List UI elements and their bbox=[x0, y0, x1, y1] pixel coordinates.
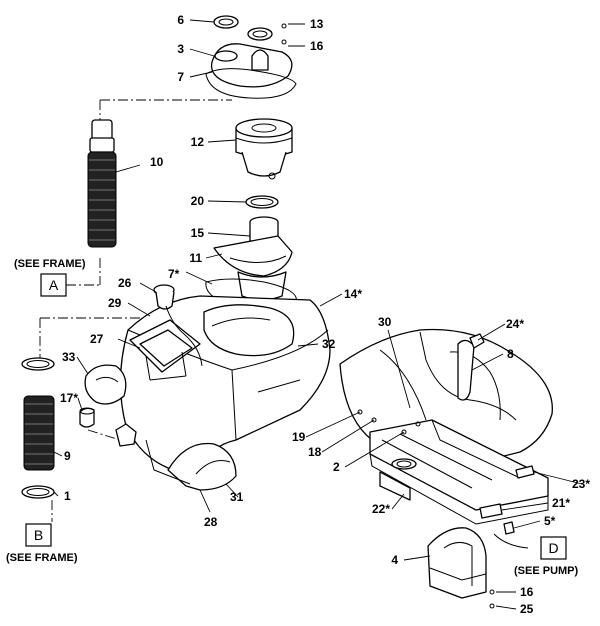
callout-14-star: 14* bbox=[344, 287, 362, 301]
tank-cap-assembly bbox=[205, 15, 297, 99]
reference-a-note: (SEE FRAME) bbox=[14, 258, 86, 270]
callout-6: 6 bbox=[177, 13, 184, 27]
callout-19: 19 bbox=[292, 430, 306, 444]
callout-10: 10 bbox=[150, 155, 164, 169]
fuel-tank-14 bbox=[115, 295, 331, 491]
mounting-bracket bbox=[357, 409, 549, 525]
reference-a-frame bbox=[40, 273, 67, 297]
pump-tube-26 bbox=[153, 284, 203, 367]
callout-27: 27 bbox=[90, 332, 104, 346]
vent-hose-9 bbox=[21, 357, 55, 499]
callout-15: 15 bbox=[191, 226, 205, 240]
callout-5-star: 5* bbox=[544, 514, 556, 528]
callout-11: 11 bbox=[189, 251, 202, 265]
callout-30: 30 bbox=[378, 315, 392, 329]
callout-7-star: 7* bbox=[168, 267, 180, 281]
callout-18: 18 bbox=[308, 445, 322, 459]
reference-d-frame bbox=[540, 536, 567, 560]
callout-23-star: 23* bbox=[572, 477, 590, 491]
lower-bracket-4 bbox=[427, 527, 495, 609]
callout-2: 2 bbox=[333, 460, 340, 474]
callout-31: 31 bbox=[230, 490, 244, 504]
callout-25: 25 bbox=[520, 602, 534, 616]
fill-hose-10 bbox=[87, 119, 117, 248]
leader-lines bbox=[53, 19, 583, 610]
callout-4: 4 bbox=[391, 553, 398, 567]
callout-32: 32 bbox=[322, 337, 336, 351]
filter-canister bbox=[235, 118, 293, 180]
reference-b-letter: B bbox=[34, 527, 43, 543]
callout-labels: 6 3 7 13 16 10 12 20 15 11 7* 14* 26 29 … bbox=[60, 13, 590, 616]
reference-b: B (SEE FRAME) bbox=[6, 523, 78, 564]
callout-12: 12 bbox=[191, 135, 205, 149]
reference-d-note: (SEE PUMP) bbox=[514, 565, 579, 577]
callout-16-bottom: 16 bbox=[520, 585, 534, 599]
callout-28: 28 bbox=[204, 515, 218, 529]
callout-9: 9 bbox=[64, 449, 71, 463]
callout-24-star: 24* bbox=[506, 317, 524, 331]
plug-17 bbox=[79, 407, 95, 428]
callout-3: 3 bbox=[177, 42, 184, 56]
callout-16-top: 16 bbox=[310, 39, 324, 53]
ring-20 bbox=[245, 195, 279, 209]
reference-b-note: (SEE FRAME) bbox=[6, 552, 78, 564]
fittings-right bbox=[469, 333, 535, 549]
reference-b-frame bbox=[25, 523, 52, 547]
callout-33: 33 bbox=[62, 350, 76, 364]
callout-29: 29 bbox=[108, 296, 122, 310]
reference-a: (SEE FRAME) A bbox=[14, 258, 86, 297]
callout-17-star: 17* bbox=[60, 391, 78, 405]
reference-d: D (SEE PUMP) bbox=[514, 536, 579, 577]
reference-d-letter: D bbox=[548, 540, 558, 556]
callout-1: 1 bbox=[64, 489, 71, 503]
callout-20: 20 bbox=[191, 194, 205, 208]
callout-13: 13 bbox=[310, 17, 324, 31]
callout-22-star: 22* bbox=[372, 502, 390, 516]
callout-26: 26 bbox=[118, 276, 132, 290]
reference-a-letter: A bbox=[49, 277, 59, 293]
callout-21-star: 21* bbox=[552, 496, 570, 510]
callout-8: 8 bbox=[507, 347, 514, 361]
filler-neck bbox=[205, 216, 297, 309]
callout-7: 7 bbox=[177, 70, 184, 84]
cap-33 bbox=[84, 364, 127, 405]
